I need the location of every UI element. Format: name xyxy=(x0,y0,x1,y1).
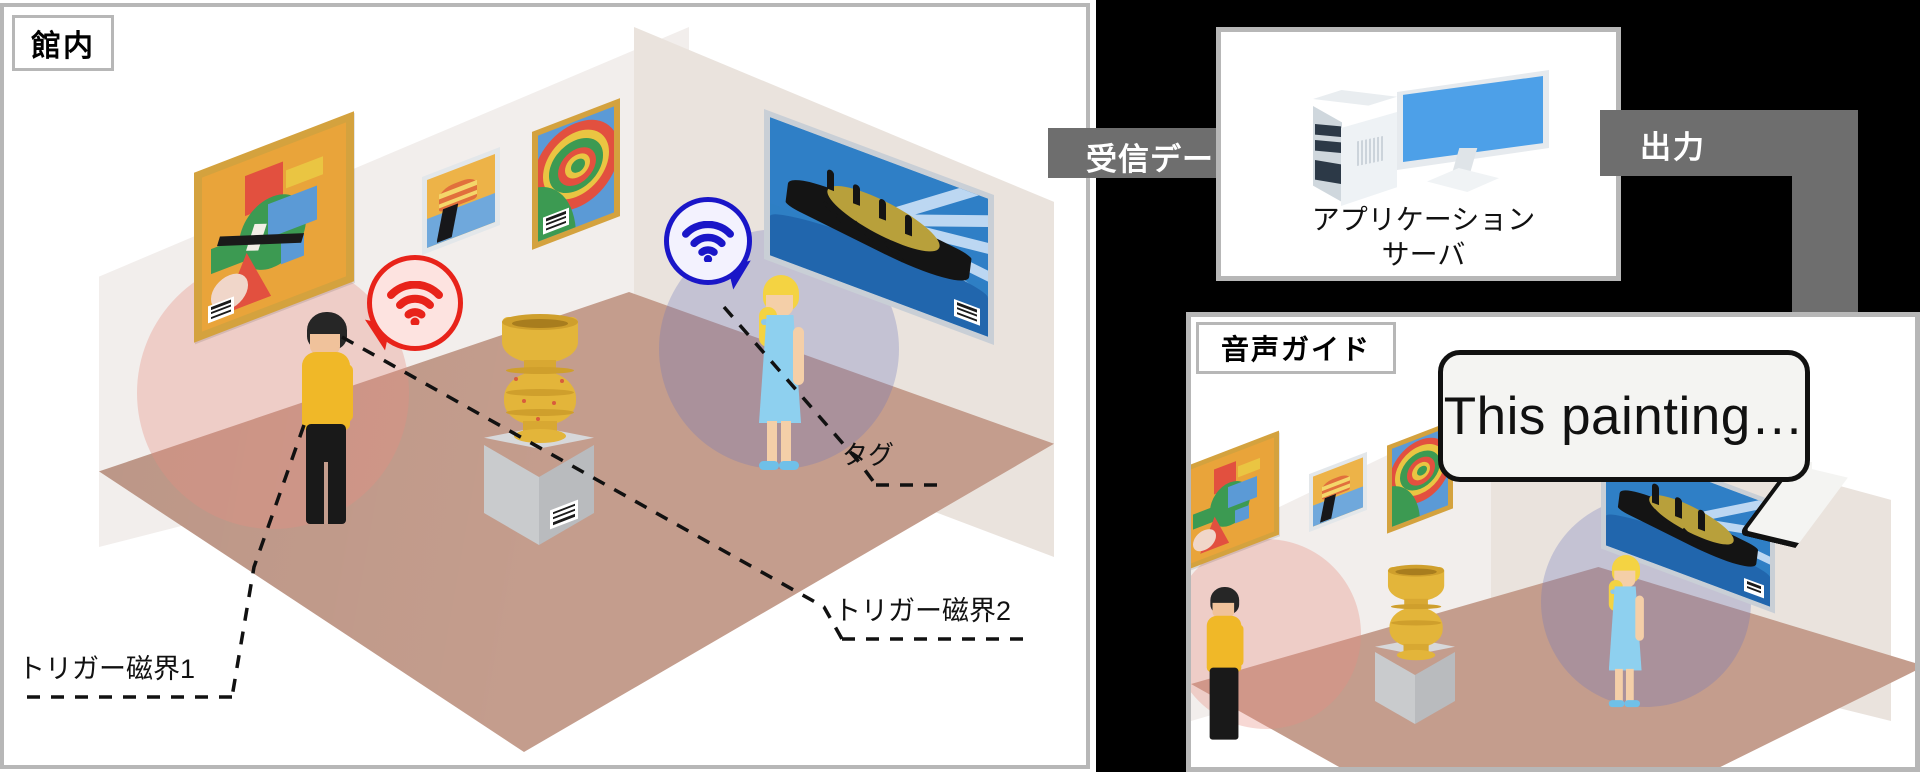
mini-visitor-man xyxy=(1201,587,1244,742)
application-server-panel: アプリケーション サーバ xyxy=(1216,27,1621,281)
server-tower-icon xyxy=(1313,90,1397,206)
output-arrow-label: 出力 xyxy=(1640,130,1706,165)
wifi-icon xyxy=(682,220,734,262)
speech-bubble-text: This painting… xyxy=(1443,386,1805,446)
mini-vase-exhibit xyxy=(1385,564,1445,661)
visitor-woman xyxy=(749,275,809,470)
application-server-caption: アプリケーション サーバ xyxy=(1221,202,1626,272)
callout-label-tag: タグ xyxy=(842,440,895,470)
signal-red-bubble xyxy=(367,255,463,351)
signal-blue-bubble xyxy=(664,197,752,285)
monitor-icon xyxy=(1397,70,1549,194)
server-caption-line-1: アプリケーション xyxy=(1311,204,1536,235)
museum-panel: トリガー磁界1 トリガー磁界2 タグ 館内 xyxy=(0,3,1090,769)
pedestal xyxy=(484,427,594,545)
callout-label-trigger-field-1: トリガー磁界1 xyxy=(18,654,196,684)
vase-exhibit xyxy=(498,314,582,443)
speech-bubble: This painting… xyxy=(1438,350,1810,482)
server-caption-line-2: サーバ xyxy=(1381,239,1466,270)
museum-panel-badge: 館内 xyxy=(12,15,114,71)
callout-label-trigger-field-2: トリガー磁界2 xyxy=(834,596,1012,626)
isometric-room: トリガー磁界1 トリガー磁界2 タグ xyxy=(4,7,1094,773)
wifi-icon xyxy=(387,281,443,325)
mini-visitor-woman xyxy=(1601,555,1648,708)
visitor-man xyxy=(294,312,354,527)
server-illustration xyxy=(1305,66,1555,206)
audio-guide-panel-badge: 音声ガイド xyxy=(1196,322,1396,374)
